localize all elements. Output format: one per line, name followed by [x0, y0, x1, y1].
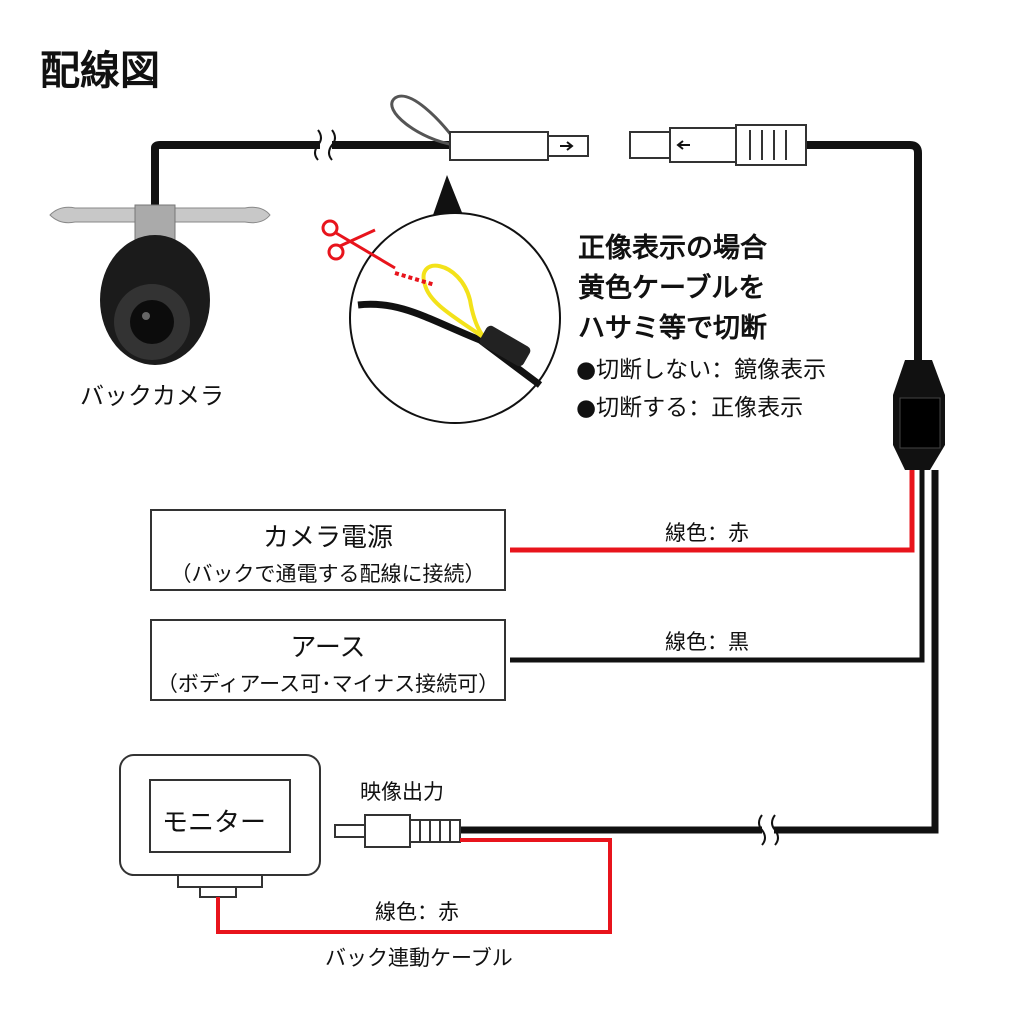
note-line-3: ハサミ等で切断 [578, 313, 767, 344]
note-bullet-1: ●切断しない：鏡像表示 [576, 357, 827, 383]
note-line-1: 正像表示の場合 [578, 233, 767, 264]
magnifier-detail [321, 219, 543, 388]
cable-junction [893, 360, 945, 470]
ground-title: アース [290, 633, 366, 663]
break-mark [314, 128, 336, 162]
yellow-loop [390, 94, 457, 147]
camera-label: バックカメラ [80, 382, 224, 410]
camera-cable [151, 141, 452, 215]
ground-wire-label: 線色：黒 [665, 630, 749, 654]
note-bullet-2: ●切断する：正像表示 [576, 395, 804, 421]
power-wire [510, 470, 915, 553]
note-line-2: 黄色ケーブルを [578, 273, 766, 304]
reverse-wire [216, 838, 612, 934]
reverse-cable-name: バック連動ケーブル [325, 946, 513, 970]
power-wire-label: 線色：赤 [665, 521, 749, 545]
ground-sub: （ボディアース可･マイナス接続可） [156, 672, 500, 696]
back-camera-image [49, 204, 271, 365]
main-cable [805, 141, 922, 360]
connector-male [449, 131, 589, 161]
video-wire [460, 470, 939, 834]
reverse-wire-label: 線色：赤 [375, 900, 459, 924]
video-output-label: 映像出力 [360, 780, 444, 804]
rca-plug [334, 814, 461, 848]
power-box: カメラ電源 （バックで通電する配線に接続） [150, 509, 506, 591]
monitor-shape [119, 754, 321, 898]
ground-box: アース （ボディアース可･マイナス接続可） [150, 619, 506, 701]
monitor-label: モニター [162, 808, 267, 838]
power-sub: （バックで通電する配線に接続） [170, 562, 486, 586]
page-title: 配線図 [40, 48, 160, 94]
pointer [433, 175, 463, 215]
connector-female [629, 124, 807, 166]
scissors-icon [321, 219, 396, 270]
power-title: カメラ電源 [262, 523, 393, 553]
break-mark [758, 814, 779, 846]
ground-wire [510, 470, 925, 663]
